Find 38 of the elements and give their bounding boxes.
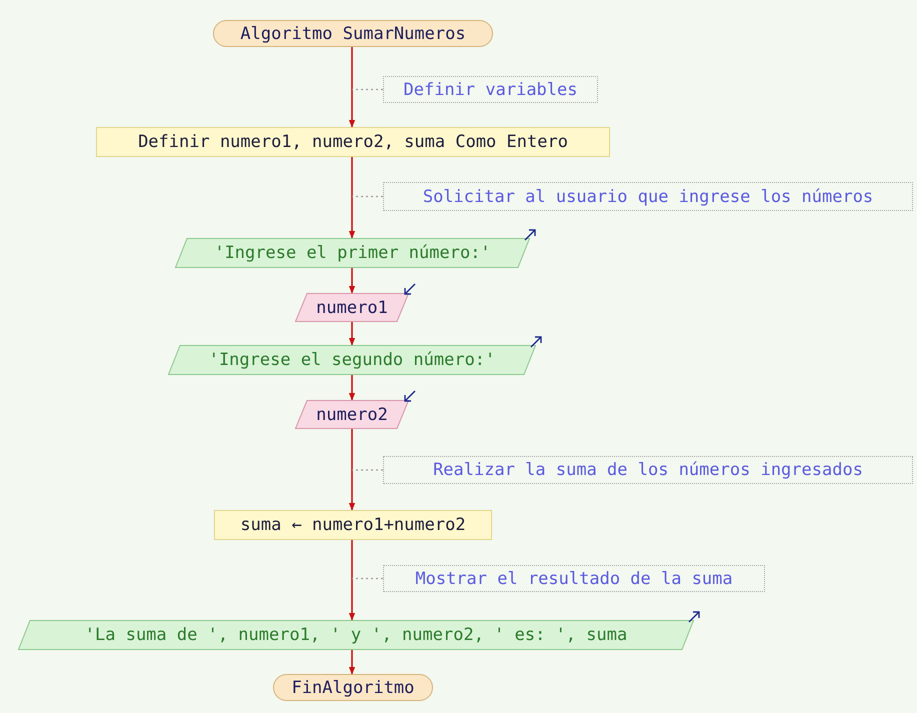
process-box <box>96 127 610 157</box>
terminal-pill <box>273 674 433 701</box>
node-text: Solicitar al usuario que ingrese los números <box>422 186 874 206</box>
node-text: numero2 <box>316 404 388 424</box>
comment-box <box>383 565 765 592</box>
flow-arrow <box>348 322 356 346</box>
output-parallelogram <box>168 345 536 375</box>
node-text: Realizar la suma de los números ingresados <box>433 460 863 480</box>
terminal-pill <box>213 20 493 47</box>
process-box <box>214 510 492 540</box>
leader-line <box>352 469 383 471</box>
input-parallelogram <box>295 400 409 429</box>
node-text: FinAlgoritmo <box>292 678 414 698</box>
leader-line <box>352 578 383 580</box>
node-text: Mostrar el resultado de la suma <box>415 568 733 588</box>
comment-box <box>383 456 913 484</box>
node-text: Algoritmo SumarNumeros <box>240 24 466 44</box>
leader-line <box>352 88 383 90</box>
node-text: numero1 <box>316 298 388 318</box>
flow-arrow <box>348 650 356 675</box>
comment-box <box>383 76 598 103</box>
flow-arrow <box>348 268 356 294</box>
output-parallelogram <box>18 620 694 650</box>
input-parallelogram <box>295 293 409 322</box>
flow-arrow <box>348 429 356 511</box>
flow-arrow <box>348 375 356 401</box>
flow-arrow <box>348 47 356 128</box>
node-text: suma ← numero1+numero2 <box>240 515 466 535</box>
node-text: 'Ingrese el segundo número:' <box>208 350 496 370</box>
node-text: Definir variables <box>404 80 578 100</box>
flow-arrow <box>348 157 356 239</box>
node-text: 'Ingrese el primer número:' <box>214 243 491 263</box>
leader-line <box>352 196 383 198</box>
output-parallelogram <box>175 238 530 268</box>
comment-box <box>383 182 913 211</box>
node-text: 'La suma de ', numero1, ' y ', numero2, ' es: ', suma <box>84 625 628 645</box>
flow-arrow <box>348 540 356 621</box>
node-text: Definir numero1, numero2, suma Como Entero <box>138 132 568 152</box>
